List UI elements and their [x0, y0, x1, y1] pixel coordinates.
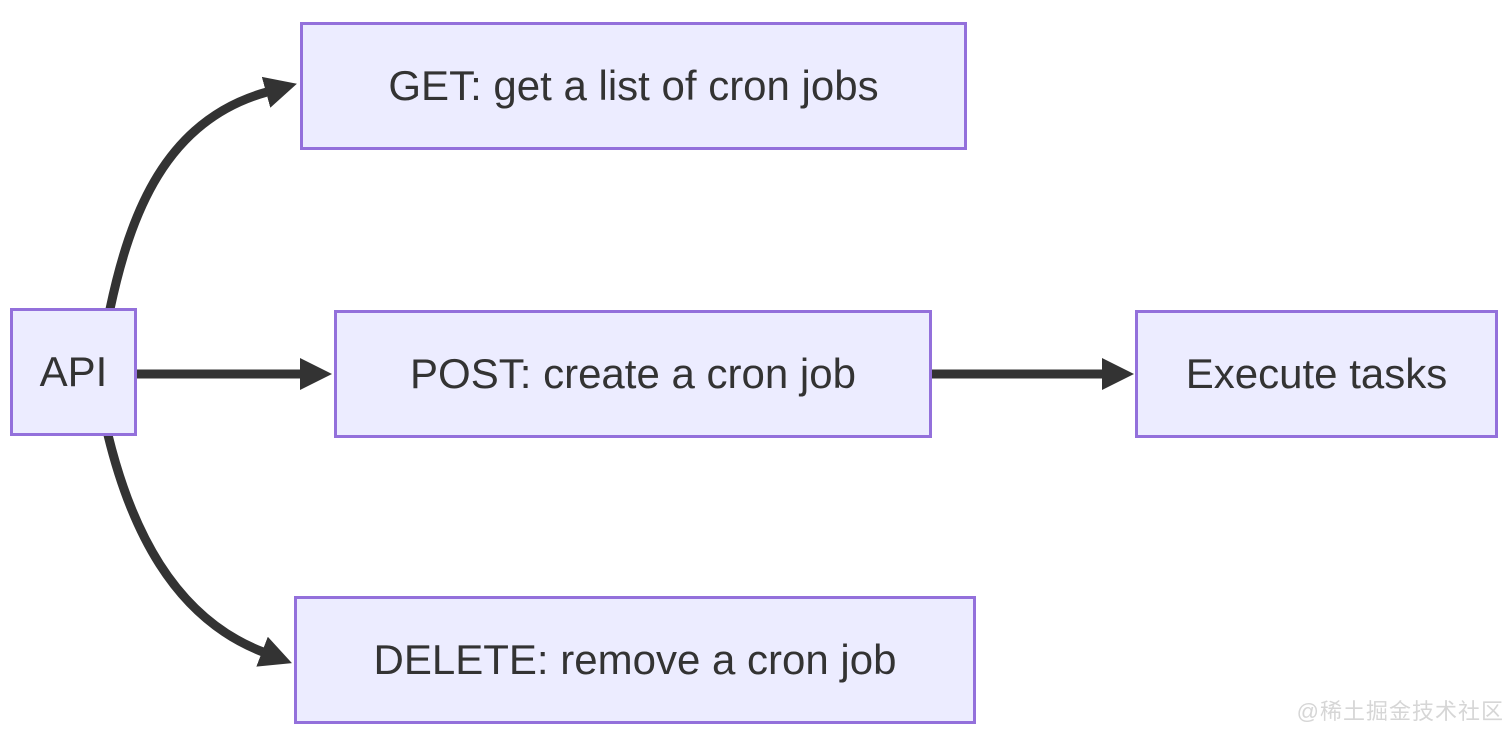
- node-execute-label: Execute tasks: [1185, 350, 1448, 397]
- node-execute: Execute tasks: [1135, 310, 1498, 438]
- node-api: API: [10, 308, 137, 436]
- node-post: POST: create a cron job: [334, 310, 932, 438]
- watermark: @稀土掘金技术社区: [1296, 699, 1504, 724]
- edge-api-get-arrow: [105, 76, 297, 310]
- node-post-label: POST: create a cron job: [410, 350, 856, 397]
- node-get-label: GET: get a list of cron jobs: [388, 62, 879, 109]
- node-delete: DELETE: remove a cron job: [294, 596, 976, 724]
- node-delete-label: DELETE: remove a cron job: [373, 636, 897, 683]
- node-api-label: API: [39, 348, 108, 395]
- edge-api-delete-arrow: [103, 433, 292, 667]
- node-get: GET: get a list of cron jobs: [300, 22, 967, 150]
